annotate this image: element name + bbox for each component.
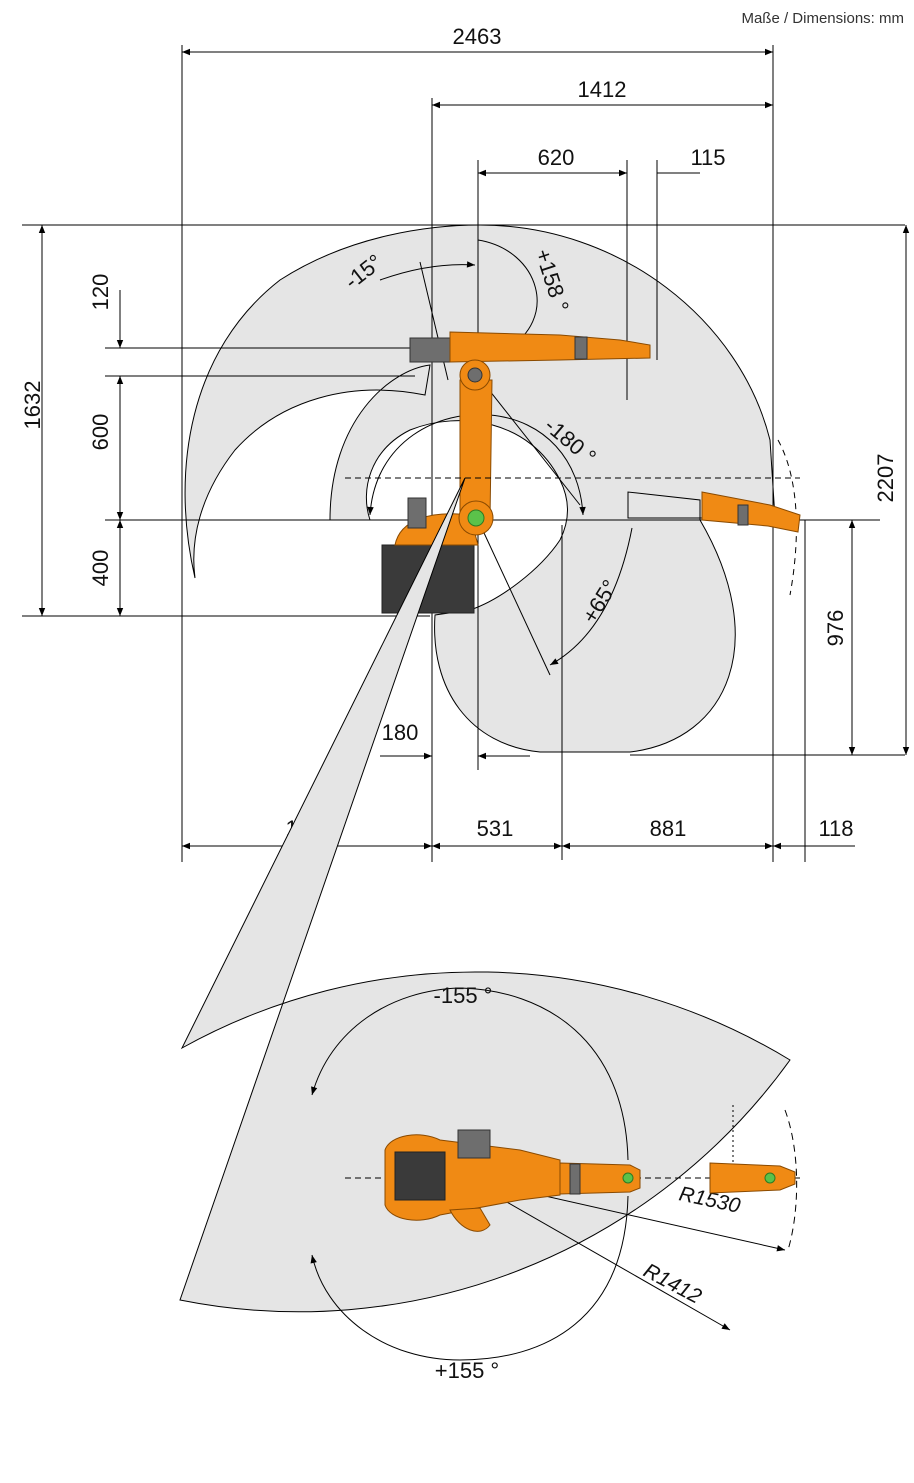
dim-tip: 118 [818, 816, 853, 841]
robot-side-view [381, 331, 801, 614]
side-view: 2463 1412 620 115 180 1052 531 881 118 1… [20, 24, 910, 862]
robot-lower-arm [459, 379, 493, 521]
robot-top-counterweight [449, 1207, 491, 1232]
dim-overall-height: 1632 [20, 381, 45, 430]
dim-offset: 180 [382, 720, 419, 745]
robot-wrist-extended-ring [737, 504, 749, 526]
units-label: Maße / Dimensions: mm [741, 10, 904, 27]
robot-top-a2-motor [457, 1129, 491, 1159]
angle-a1-negative: -155 ° [434, 983, 493, 1008]
dim-link: 120 [88, 274, 113, 311]
dim-overall-width: 2463 [453, 24, 502, 49]
angle-a1-positive: +155 ° [435, 1358, 499, 1383]
dim-arm: 620 [538, 145, 575, 170]
top-view: -155 ° +155 ° R1530 R1412 [179, 477, 800, 1383]
dim-reach: 1412 [578, 77, 627, 102]
robot-wrist-ring [574, 336, 588, 360]
dim-total-height: 2207 [873, 454, 898, 503]
dim-flange: 115 [690, 145, 725, 170]
dim-arm-height: 600 [88, 414, 113, 451]
radius-inner: R1412 [640, 1259, 706, 1309]
robot-top-wrist-extended-icon [764, 1172, 776, 1184]
robot-top-wrist-extended [709, 1162, 796, 1194]
robot-a1-motor [407, 497, 427, 529]
robot-top-view [384, 1129, 796, 1232]
robot-wrist-extended [701, 491, 801, 533]
dim-front: 881 [650, 816, 687, 841]
top-work-envelope [179, 477, 791, 1313]
robot-top-wrist-ring [569, 1163, 581, 1195]
robot-a3-hub-icon [467, 367, 483, 383]
robot-a2-hub-icon [467, 509, 485, 527]
side-vertical-dimensions: 1632 120 600 400 2207 976 [20, 225, 910, 755]
dim-base-height: 400 [88, 550, 113, 587]
side-extension-lines [22, 45, 905, 862]
dim-lower-reach: 976 [823, 610, 848, 647]
dim-base: 531 [477, 816, 514, 841]
robot-top-wrist-icon [622, 1172, 634, 1184]
robot-top-base-motor [394, 1151, 446, 1201]
robot-a3-motor [409, 337, 451, 363]
